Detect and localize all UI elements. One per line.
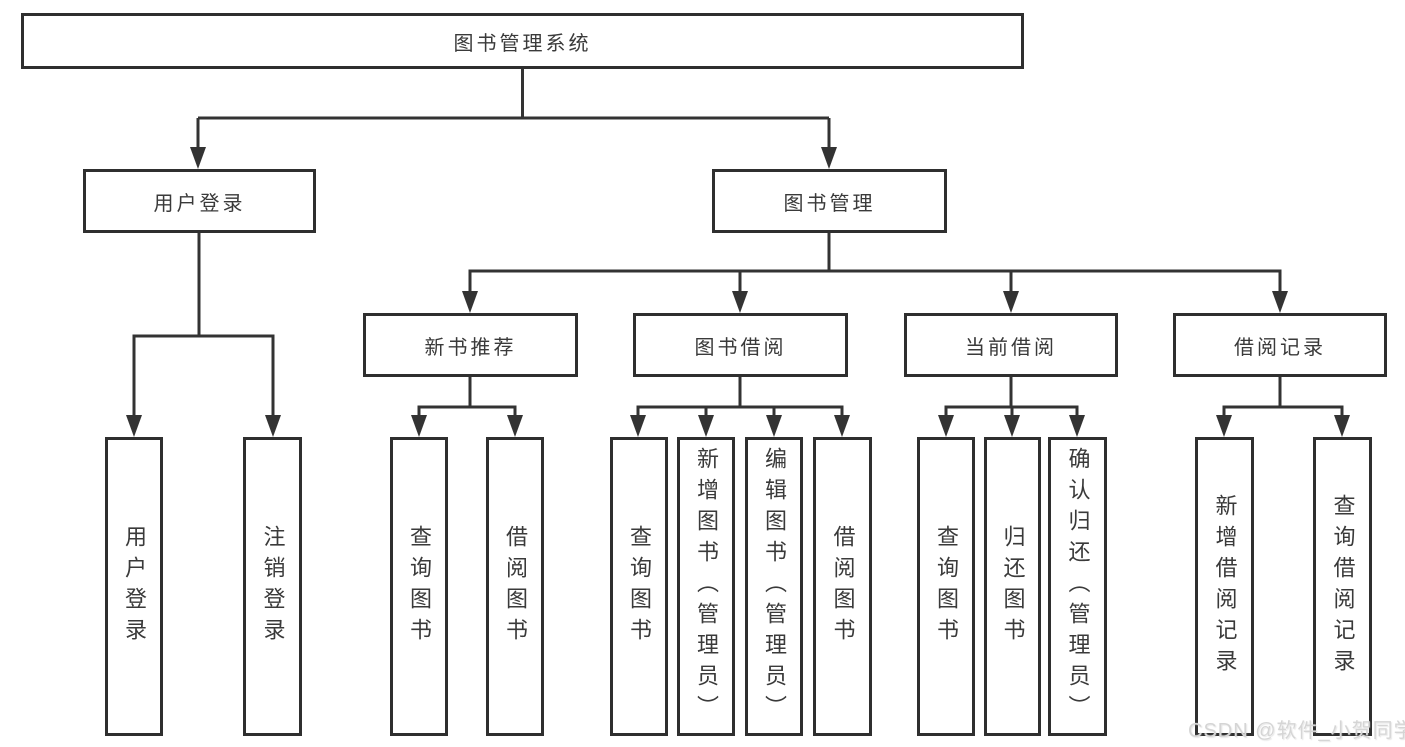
leaf-logout-label: 注销登录 [260,524,286,649]
connector-book-borrow-branch [630,377,850,437]
node-book-management: 图书管理 [712,169,947,233]
node-book-borrow: 图书借阅 [633,313,848,377]
connector-user-login-branch [126,233,281,437]
leaf-return-book-label: 归还图书 [1000,524,1026,649]
node-user-login-label: 用户登录 [153,192,246,215]
leaf-borrow-book-recommend: 借阅图书 [486,437,544,736]
leaf-query-borrow-record: 查询借阅记录 [1313,437,1372,736]
node-root: 图书管理系统 [21,13,1024,69]
leaf-user-login: 用户登录 [105,437,163,736]
leaf-confirm-return-admin-label: 确认归还（管理员） [1065,447,1091,726]
leaf-edit-book-admin: 编辑图书（管理员） [745,437,803,736]
node-current-borrow: 当前借阅 [904,313,1118,377]
connector-current-borrow-branch [938,377,1085,437]
leaf-borrow-book-recommend-label: 借阅图书 [503,524,528,649]
leaf-query-book-borrow-label: 查询图书 [627,524,652,649]
leaf-return-book: 归还图书 [984,437,1041,736]
leaf-query-book-current: 查询图书 [917,437,975,736]
csdn-watermark: CSDN @软件_小贺同学 [1188,720,1405,742]
leaf-query-book-borrow: 查询图书 [610,437,668,736]
node-user-login: 用户登录 [83,169,316,233]
connector-borrow-record-branch [1216,377,1350,437]
connector-root-to-level2 [190,69,837,169]
leaf-borrow-book-label: 借阅图书 [830,524,856,649]
leaf-borrow-book: 借阅图书 [813,437,872,736]
node-root-label: 图书管理系统 [453,32,592,55]
leaf-confirm-return-admin: 确认归还（管理员） [1048,437,1107,736]
leaf-edit-book-admin-label: 编辑图书（管理员） [762,447,787,726]
node-book-borrow-label: 图书借阅 [694,336,787,359]
node-new-book-recommend: 新书推荐 [363,313,578,377]
leaf-add-book-admin: 新增图书（管理员） [677,437,735,736]
leaf-logout: 注销登录 [243,437,302,736]
leaf-query-book-current-label: 查询图书 [934,524,959,649]
leaf-add-borrow-record: 新增借阅记录 [1195,437,1254,736]
node-book-management-label: 图书管理 [783,192,876,215]
leaf-user-login-label: 用户登录 [122,524,147,649]
leaf-add-book-admin-label: 新增图书（管理员） [694,447,719,726]
leaf-query-book-recommend: 查询图书 [390,437,448,736]
node-current-borrow-label: 当前借阅 [965,336,1057,359]
node-borrow-record: 借阅记录 [1173,313,1387,377]
connector-new-book-branch [411,377,523,437]
leaf-query-borrow-record-label: 查询借阅记录 [1330,493,1356,680]
connector-book-mgmt-to-level3 [462,233,1288,313]
leaf-query-book-recommend-label: 查询图书 [407,524,432,649]
node-borrow-record-label: 借阅记录 [1234,336,1326,359]
leaf-add-borrow-record-label: 新增借阅记录 [1212,493,1238,680]
node-new-book-recommend-label: 新书推荐 [424,336,517,359]
